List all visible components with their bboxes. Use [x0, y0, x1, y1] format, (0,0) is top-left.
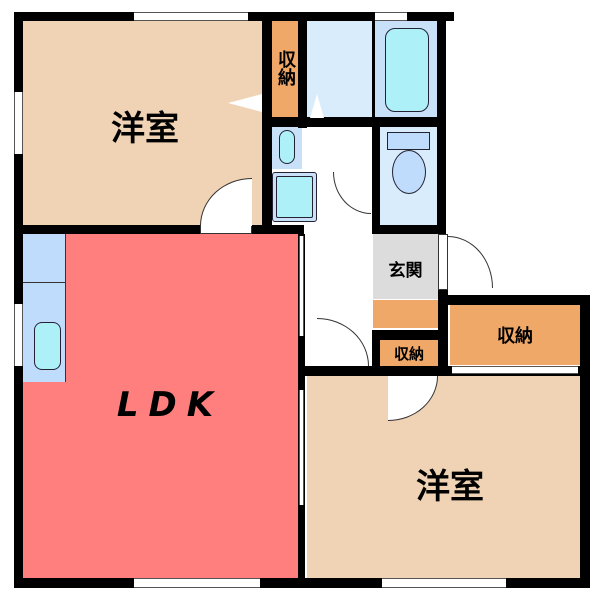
sink-icon: [279, 130, 295, 164]
wall-small-storage: [372, 330, 448, 340]
wall-west: [14, 12, 23, 588]
wall-south-room-top: [298, 366, 590, 376]
closet-door-arrow: [228, 94, 262, 112]
wall-east-south: [580, 295, 590, 588]
toilet-bowl-icon: [392, 150, 426, 194]
bathtub-icon: [385, 28, 429, 112]
wall-storage-east: [298, 12, 307, 128]
kitchen-sink-icon: [34, 322, 61, 370]
wall-mid-horizontal: [14, 225, 304, 234]
storage-east-label: 収納: [497, 326, 533, 347]
window-north: [134, 12, 248, 21]
washer-icon: [276, 176, 313, 218]
storage-small-label: 収納: [393, 344, 424, 363]
storage-north: [272, 20, 298, 117]
wall-south: [14, 578, 590, 588]
kitchen-divider: [22, 282, 66, 283]
wall-storage-top: [440, 295, 590, 305]
door-swing-entrance: [448, 236, 493, 288]
window-west-north: [14, 92, 23, 154]
door-bath-arrow: [310, 94, 324, 118]
storage-east: [450, 305, 580, 365]
wall-small-storage-west: [372, 330, 380, 376]
western-room-south: [307, 376, 580, 580]
window-south-ldk: [134, 578, 260, 588]
window-ldk-east-2: [299, 390, 304, 505]
ldk-label: LDK: [116, 385, 224, 425]
window-west-ldk: [14, 304, 23, 366]
entrance-label: 玄関: [388, 260, 423, 281]
window-south-room: [382, 578, 506, 588]
wall-bath-divider: [372, 20, 375, 117]
wall-entrance-bottom: [372, 225, 446, 234]
storage-north-label: 収納: [275, 50, 296, 86]
shoe-storage: [373, 300, 438, 328]
door-entrance[interactable]: [438, 234, 448, 290]
ldk-room: [22, 234, 298, 578]
window-ldk-east: [299, 236, 304, 336]
wall-washroom-top: [262, 117, 446, 127]
entrance: [373, 234, 438, 299]
western-room-north-label: 洋室: [111, 108, 179, 149]
wall-toilet-west: [372, 117, 380, 234]
door-north-room[interactable]: [200, 225, 252, 234]
window-bath: [375, 12, 407, 21]
storage-small: [380, 340, 438, 366]
window-storage-east: [452, 366, 578, 374]
toilet-tank-icon: [387, 132, 430, 150]
western-room-south-label: 洋室: [416, 466, 484, 507]
